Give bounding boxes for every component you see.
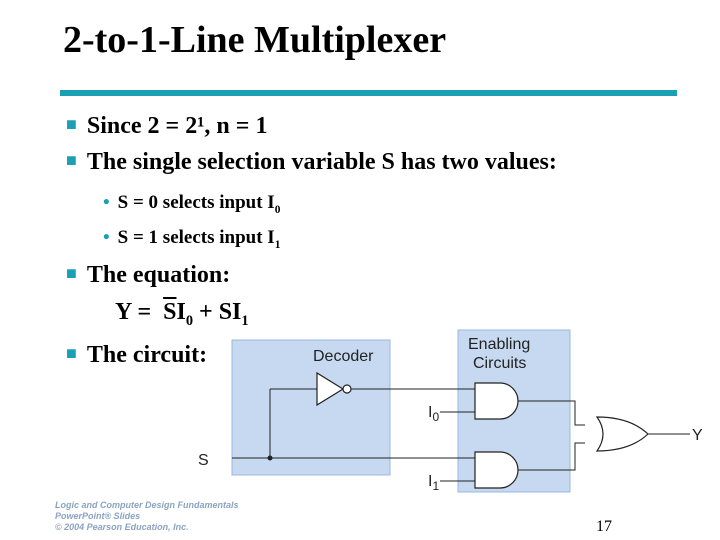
sub-bullet-2: •S = 1 selects input I1	[103, 227, 281, 251]
bullet-square-icon: ■	[66, 263, 77, 283]
i0-label: I0	[428, 404, 439, 424]
footer-line-1: Logic and Computer Design Fundamentals	[55, 500, 239, 510]
y-label: Y	[692, 427, 703, 444]
bullet-square-icon: ■	[66, 114, 77, 134]
and-gate-bottom	[474, 451, 519, 489]
slide-title: 2-to-1-Line Multiplexer	[63, 19, 447, 61]
inverter-bubble-icon	[342, 384, 352, 394]
decoder-box	[231, 339, 391, 476]
bullet-square-icon: ■	[66, 150, 77, 170]
bullet-4: ■The circuit:	[66, 342, 208, 368]
i1-label: I1	[428, 473, 439, 493]
inverter-gate	[316, 371, 345, 407]
bullet-dot-icon: •	[103, 192, 110, 213]
bullet-1: ■Since 2 = 2¹, n = 1	[66, 113, 268, 139]
bullet-dot-icon: •	[103, 227, 110, 248]
footer-line-3: © 2004 Pearson Education, Inc.	[55, 522, 189, 532]
bullet-3: ■The equation:	[66, 262, 231, 288]
and-gate-top	[474, 382, 519, 420]
s-label: S	[198, 452, 209, 469]
or-gate	[595, 416, 649, 452]
bullet-square-icon: ■	[66, 343, 77, 363]
sub-bullet-1: •S = 0 selects input I0	[103, 192, 281, 216]
title-divider	[60, 90, 677, 96]
page-number: 17	[596, 518, 612, 535]
equation: Y = SI0 + SI1	[115, 299, 249, 329]
footer-credits: Logic and Computer Design Fundamentals P…	[55, 500, 239, 533]
footer-line-2: PowerPoint® Slides	[55, 511, 141, 521]
decoder-label: Decoder	[313, 348, 374, 365]
enabling-label-1: Enabling	[468, 336, 530, 353]
enabling-label-2: Circuits	[473, 355, 526, 372]
bullet-2: ■The single selection variable S has two…	[66, 149, 557, 175]
